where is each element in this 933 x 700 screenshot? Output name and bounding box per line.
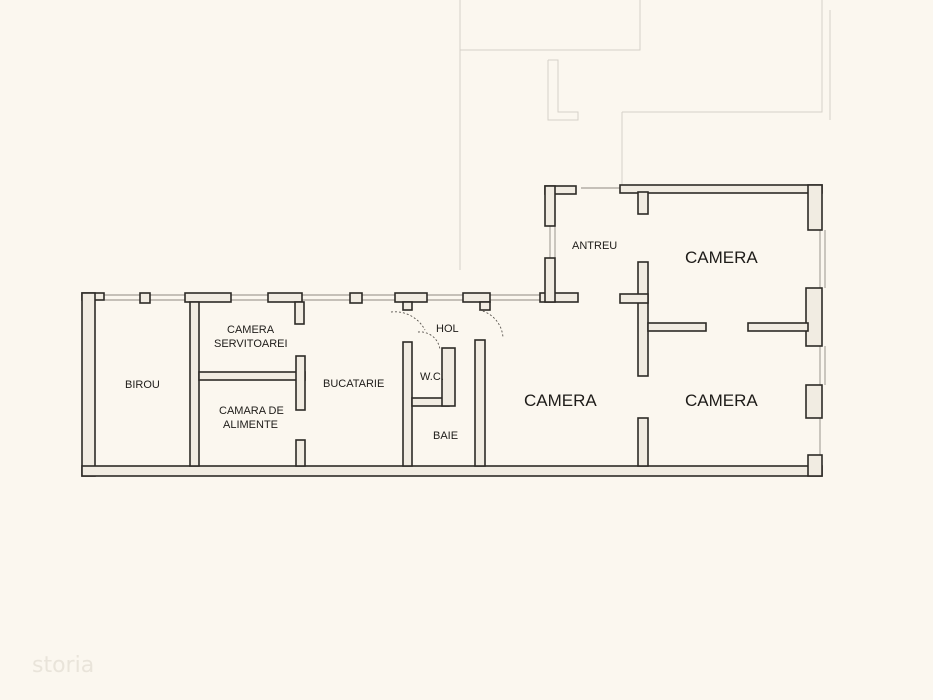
room-label-bucatarie: BUCATARIE — [323, 378, 384, 390]
room-label-camera-servitoarei-line1: CAMERA — [227, 324, 275, 336]
room-label-antreu: ANTREU — [572, 240, 617, 252]
room-labels: ANTREU CAMERA CAMERA SERVITOAREI HOL BIR… — [125, 240, 758, 442]
neighbor-outline — [459, 0, 831, 270]
door-swings — [390, 309, 504, 351]
room-label-camara-line2: ALIMENTE — [223, 419, 278, 431]
windows — [104, 187, 826, 455]
room-label-birou: BIROU — [125, 379, 160, 391]
room-label-camera-top: CAMERA — [685, 248, 758, 267]
room-label-hol: HOL — [436, 323, 459, 335]
walls — [81, 184, 823, 477]
watermark-logo: storia — [32, 653, 94, 678]
room-label-camera-middle: CAMERA — [524, 391, 597, 410]
room-label-baie: BAIE — [433, 430, 458, 442]
room-label-wc: W.C. — [420, 371, 444, 383]
room-label-camara-line1: CAMARA DE — [219, 405, 284, 417]
room-label-camera-servitoarei-line2: SERVITOAREI — [214, 338, 288, 350]
room-label-camera-right: CAMERA — [685, 391, 758, 410]
